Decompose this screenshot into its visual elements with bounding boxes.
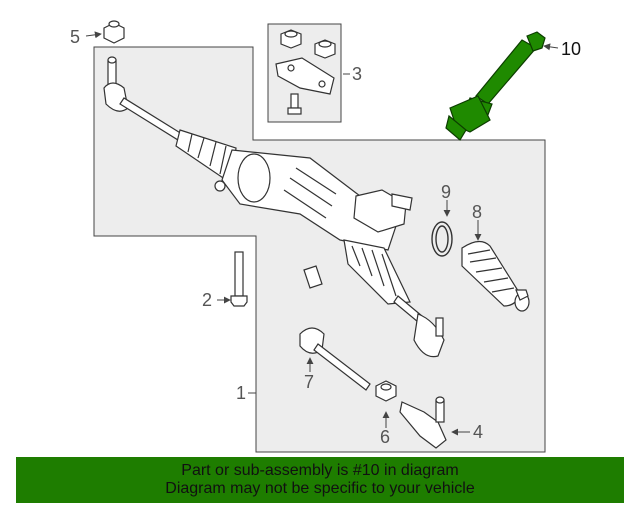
callout-10: 10 [561,39,581,59]
part-3-bracket-kit [275,29,336,115]
part-10-intermediate-shaft [445,31,546,141]
callout-1: 1 [236,383,246,403]
callout-4: 4 [473,422,483,442]
info-banner: Part or sub-assembly is #10 in diagram D… [16,457,624,503]
callout-5: 5 [70,27,80,47]
callout-6: 6 [380,427,390,447]
part-4-tie-rod-end [399,396,447,449]
part-6-nut [375,380,397,402]
part-9-clamp [431,221,453,257]
part-8-boot [461,240,530,312]
part-2-bolt [230,251,248,307]
callout-2: 2 [202,290,212,310]
callout-9: 9 [441,182,451,202]
leader-lines [85,31,559,436]
banner-line-2: Diagram may not be specific to your vehi… [165,480,475,497]
banner-line-1: Part or sub-assembly is #10 in diagram [181,462,459,479]
callout-7: 7 [304,372,314,392]
part-5-nut [103,20,125,44]
callout-3: 3 [352,64,362,84]
steering-rack [103,56,445,358]
part-7-inner-tie-rod [299,327,371,391]
callout-8: 8 [472,202,482,222]
